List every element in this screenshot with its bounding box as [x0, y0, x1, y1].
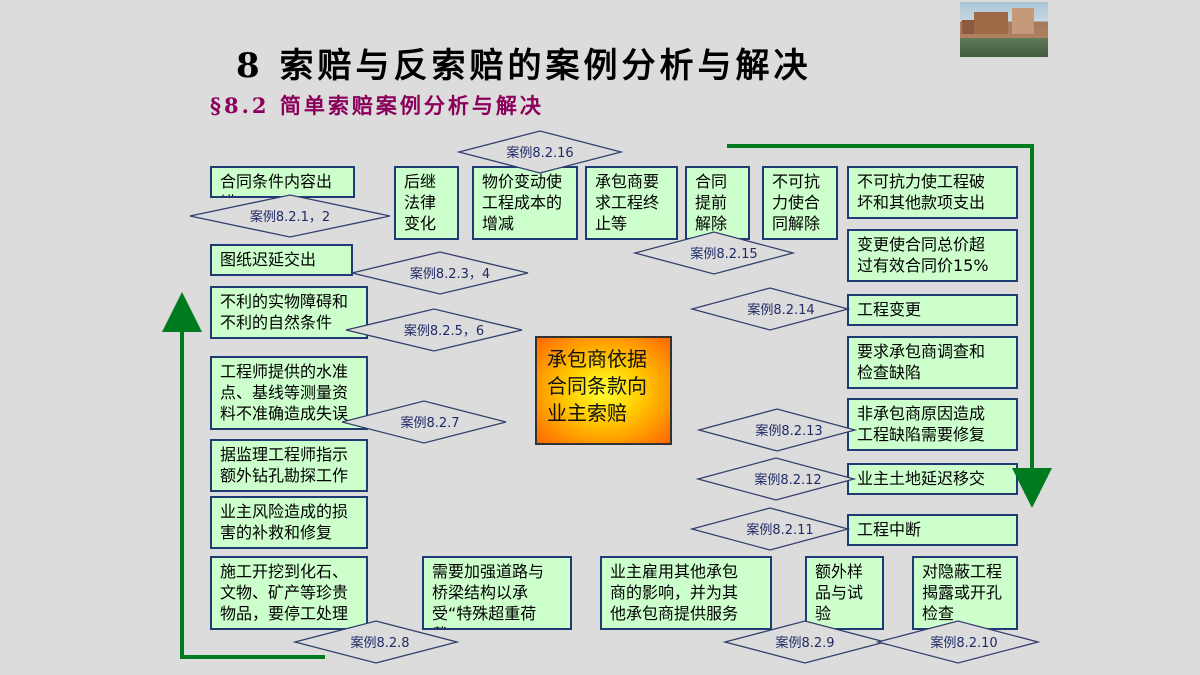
claim-box-extra-drilling: 据监理工程师指示 额外钻孔勘探工作 — [210, 439, 368, 492]
flow-arrow-left — [162, 292, 325, 659]
claim-box-employer-risk: 业主风险造成的损 害的补救和修复 — [210, 496, 368, 549]
case-tag-label: 案例8.2.13 — [755, 424, 822, 439]
case-tag-label: 案例8.2.14 — [747, 303, 814, 318]
claim-box-price-change: 物价变动使 工程成本的 增减 — [472, 166, 578, 240]
claim-box-price-exceed: 变更使合同总价超 过有效合同价15% — [847, 229, 1018, 282]
claim-box-law-change: 后继 法律 变化 — [394, 166, 459, 240]
case-tag-8-2-7: 案例8.2.7 — [341, 400, 507, 444]
case-tag-8-2-12: 案例8.2.12 — [695, 457, 857, 501]
claim-box-road-strengthening: 需要加强道路与 桥梁结构以承 受“特殊超重荷 载” — [422, 556, 572, 630]
case-tag-label: 案例8.2.3，4 — [410, 267, 490, 282]
case-tag-label: 案例8.2.12 — [754, 473, 821, 488]
claim-box-suspension: 工程中断 — [847, 514, 1018, 546]
case-tag-label: 案例8.2.9 — [775, 636, 834, 651]
claim-box-late-drawings: 图纸迟延交出 — [210, 244, 353, 276]
case-tag-8-2-5-6: 案例8.2.5，6 — [345, 308, 523, 352]
case-tag-8-2-1-2: 案例8.2.1，2 — [189, 194, 391, 238]
claim-box-force-majeure-termination: 不可抗 力使合 同解除 — [762, 166, 838, 240]
case-tag-8-2-10: 案例8.2.10 — [875, 620, 1041, 664]
case-tag-8-2-3-4: 案例8.2.3，4 — [351, 251, 529, 295]
case-tag-label: 案例8.2.11 — [746, 523, 813, 538]
claim-box-force-majeure-damage: 不可抗力使工程破 坏和其他款项支出 — [847, 166, 1018, 219]
center-claim-box: 承包商依据 合同条款向 业主索赔 — [535, 336, 672, 445]
claim-box-variation: 工程变更 — [847, 294, 1018, 326]
claim-box-late-site-handover: 业主土地延迟移交 — [847, 463, 1018, 495]
case-tag-label: 案例8.2.1，2 — [250, 210, 330, 225]
slide-subtitle: §8.2 简单索赔案例分析与解决 — [210, 93, 544, 118]
case-tag-label: 案例8.2.10 — [930, 636, 997, 651]
case-tag-label: 案例8.2.16 — [506, 146, 573, 161]
claim-box-contractor-termination: 承包商要 求工程终 止等 — [585, 166, 678, 240]
case-tag-8-2-8: 案例8.2.8 — [292, 620, 460, 664]
claim-box-other-contractors: 业主雇用其他承包 商的影响，并为其 他承包商提供服务 — [600, 556, 772, 630]
claim-box-survey-data-error: 工程师提供的水准 点、基线等测量资 料不准确造成失误 — [210, 356, 368, 430]
case-tag-label: 案例8.2.5，6 — [404, 324, 484, 339]
case-tag-8-2-15: 案例8.2.15 — [632, 231, 796, 275]
case-tag-8-2-11: 案例8.2.11 — [689, 507, 851, 551]
claim-box-early-termination: 合同 提前 解除 — [685, 166, 750, 240]
case-tag-8-2-14: 案例8.2.14 — [689, 287, 851, 331]
claim-box-hidden-works: 对隐蔽工程 揭露或开孔 检查 — [912, 556, 1018, 630]
slide-title: 8 索赔与反索赔的案例分析与解决 — [236, 46, 812, 86]
flow-arrow-right — [727, 144, 1052, 508]
claim-box-defect-investigation: 要求承包商调查和 检查缺陷 — [847, 336, 1018, 389]
claim-box-physical-obstruction: 不利的实物障碍和 不利的自然条件 — [210, 286, 368, 339]
case-tag-label: 案例8.2.8 — [350, 636, 409, 651]
case-tag-label: 案例8.2.7 — [400, 416, 459, 431]
case-tag-8-2-9: 案例8.2.9 — [722, 620, 888, 664]
case-tag-label: 案例8.2.15 — [690, 247, 757, 262]
case-tag-8-2-13: 案例8.2.13 — [696, 408, 858, 452]
claim-box-contract-error: 合同条件内容出错 — [210, 166, 355, 198]
claim-box-fossils: 施工开挖到化石、 文物、矿产等珍贵 物品，要停工处理 — [210, 556, 368, 630]
claim-box-defect-repair: 非承包商原因造成 工程缺陷需要修复 — [847, 398, 1018, 451]
case-tag-8-2-16: 案例8.2.16 — [456, 130, 624, 174]
corner-photo — [960, 2, 1048, 57]
claim-box-extra-samples: 额外样 品与试 验 — [805, 556, 884, 630]
